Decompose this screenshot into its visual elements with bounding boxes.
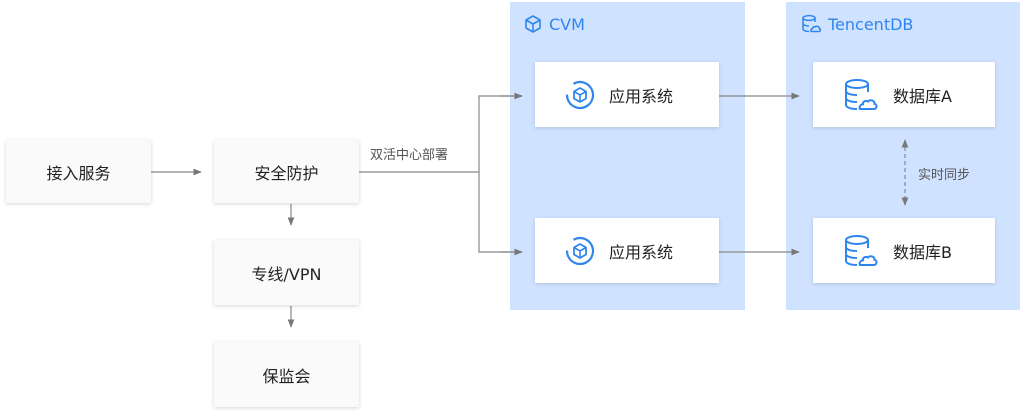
tencentdb-panel-title: TencentDB bbox=[800, 14, 913, 34]
access-service-node: 接入服务 bbox=[6, 140, 151, 203]
database-a-node: 数据库A bbox=[813, 62, 995, 127]
cube-circle-icon bbox=[565, 236, 595, 265]
realtime-sync-label: 实时同步 bbox=[918, 168, 971, 183]
security-node: 安全防护 bbox=[214, 140, 359, 203]
access-service-label: 接入服务 bbox=[46, 163, 111, 183]
database-a-label: 数据库A bbox=[893, 86, 952, 106]
app-system-label-2: 应用系统 bbox=[609, 242, 674, 262]
cvm-label: CVM bbox=[549, 14, 585, 34]
tencentdb-label: TencentDB bbox=[828, 14, 914, 34]
cvm-panel-title: CVM bbox=[523, 14, 585, 34]
database-cloud-outline-icon bbox=[802, 14, 822, 33]
protection-label: 保监会 bbox=[262, 366, 311, 386]
dedicated-line-label: 专线/VPN bbox=[251, 264, 322, 284]
cube-circle-icon bbox=[565, 80, 595, 109]
dual-center-label: 双活中心部署 bbox=[370, 148, 449, 163]
protection-node: 保监会 bbox=[214, 342, 359, 407]
cube-outline-icon bbox=[525, 15, 541, 33]
database-cloud-icon bbox=[845, 234, 878, 266]
app-system-node-1: 应用系统 bbox=[535, 62, 719, 127]
database-cloud-icon bbox=[845, 78, 878, 110]
dedicated-line-node: 专线/VPN bbox=[214, 240, 359, 305]
app-system-label-1: 应用系统 bbox=[609, 86, 674, 106]
app-system-node-2: 应用系统 bbox=[535, 218, 719, 283]
security-label: 安全防护 bbox=[254, 163, 319, 183]
database-b-label: 数据库B bbox=[893, 242, 952, 262]
database-b-node: 数据库B bbox=[813, 218, 995, 283]
